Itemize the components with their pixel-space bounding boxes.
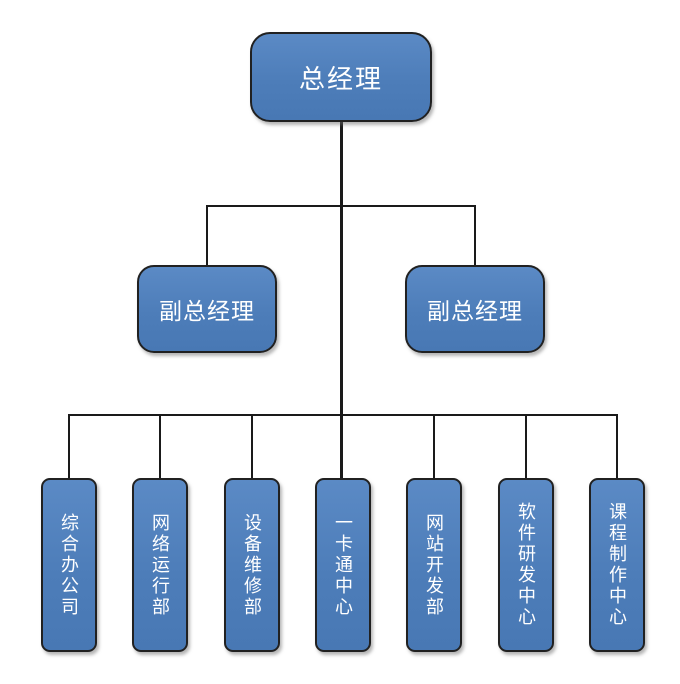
node-label: 一卡通中心 bbox=[333, 512, 353, 618]
connector-trunk-vertical bbox=[340, 122, 343, 480]
connector-drop-dept-7 bbox=[616, 414, 618, 480]
node-label: 网站开发部 bbox=[424, 512, 444, 618]
node-label: 副总经理 bbox=[159, 298, 255, 324]
node-label: 网络运行部 bbox=[150, 512, 170, 618]
connector-drop-dept-2 bbox=[159, 414, 161, 480]
connector-drop-deputy-right bbox=[474, 205, 476, 267]
connector-level2-horizontal bbox=[206, 205, 476, 207]
connector-drop-dept-5 bbox=[433, 414, 435, 480]
connector-drop-dept-1 bbox=[68, 414, 70, 480]
node-dept-course-production-center[interactable]: 课程制作中心 bbox=[589, 478, 645, 652]
node-dept-general-office[interactable]: 综合办公司 bbox=[41, 478, 97, 652]
connector-drop-deputy-left bbox=[206, 205, 208, 267]
node-label: 副总经理 bbox=[427, 298, 523, 324]
node-general-manager[interactable]: 总经理 bbox=[250, 32, 432, 122]
node-label: 软件研发中心 bbox=[516, 502, 536, 628]
node-dept-network-operations[interactable]: 网络运行部 bbox=[132, 478, 188, 652]
node-label: 总经理 bbox=[298, 63, 383, 94]
node-label: 综合办公司 bbox=[59, 512, 79, 618]
connector-level3-horizontal bbox=[68, 414, 618, 416]
connector-drop-dept-6 bbox=[525, 414, 527, 480]
node-dept-software-rd-center[interactable]: 软件研发中心 bbox=[498, 478, 554, 652]
node-dept-equipment-maintenance[interactable]: 设备维修部 bbox=[224, 478, 280, 652]
node-deputy-manager-left[interactable]: 副总经理 bbox=[137, 265, 277, 353]
node-label: 课程制作中心 bbox=[607, 502, 627, 628]
connector-drop-dept-3 bbox=[251, 414, 253, 480]
node-deputy-manager-right[interactable]: 副总经理 bbox=[405, 265, 545, 353]
node-dept-onecard-center[interactable]: 一卡通中心 bbox=[315, 478, 371, 652]
node-label: 设备维修部 bbox=[242, 512, 262, 618]
node-dept-website-development[interactable]: 网站开发部 bbox=[406, 478, 462, 652]
